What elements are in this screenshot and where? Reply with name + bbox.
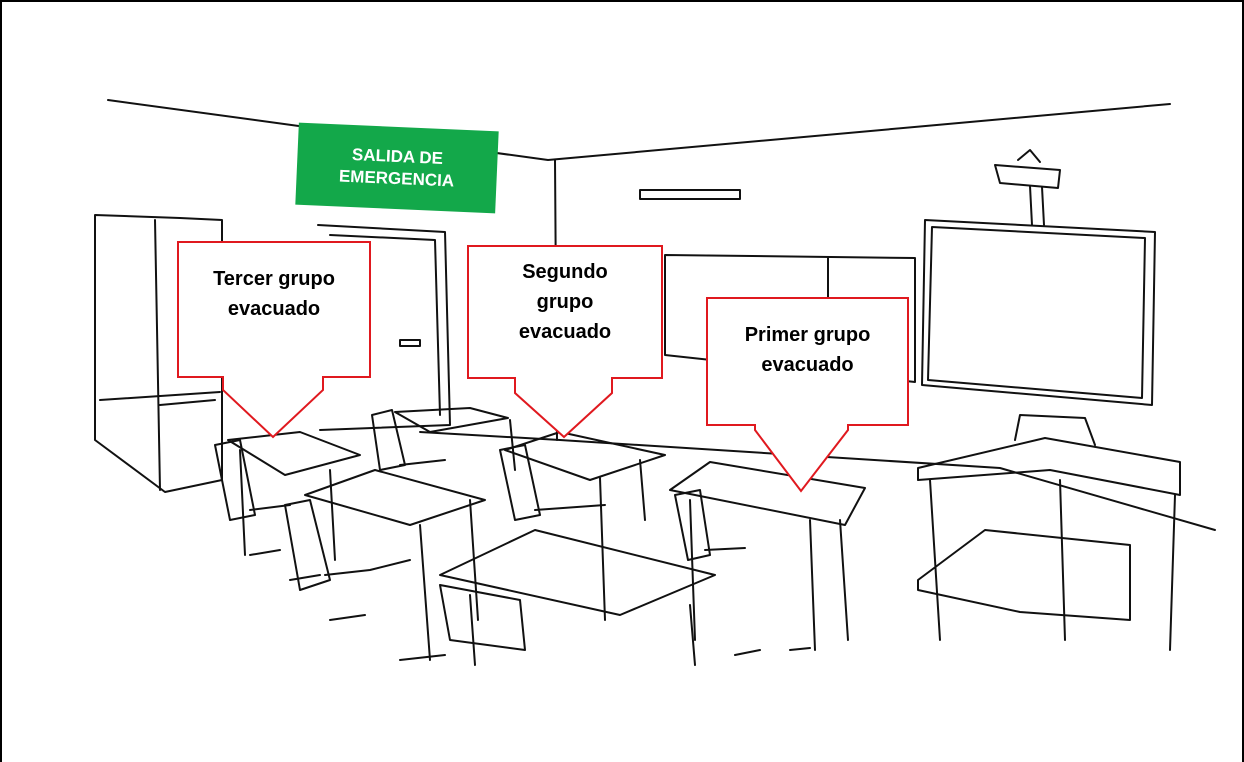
exit-sign-line2: EMERGENCIA [338,166,455,191]
wall-panel [664,254,916,383]
student-desk [227,431,361,476]
callout-line: evacuado [518,321,612,343]
ceiling-line [107,99,1171,161]
student-chair [674,489,746,561]
callout-line: Tercer grupo [213,268,335,290]
callout-line: grupo [536,291,594,313]
student-desk [439,529,716,616]
teacher-chair [1014,414,1096,446]
callout-line: evacuado [227,298,321,320]
callout-line: Primer grupo [744,324,871,346]
student-chair [214,439,291,521]
student-chair [499,444,606,521]
whiteboard [921,219,1156,406]
front-desk [917,529,1131,621]
callout-segundo-grupo [467,245,663,439]
teacher-desk [917,437,1181,496]
student-chair [371,409,446,471]
emergency-exit-sign: SALIDA DE EMERGENCIA [295,122,499,214]
projector [994,164,1061,189]
door [317,224,451,431]
callout-line: Segundo [522,261,608,283]
student-desk [669,461,866,526]
student-desk [394,407,509,433]
ceiling-lamp [639,189,741,200]
callout-primer-text: Primer grupo evacuado [707,320,908,380]
student-chair [439,584,526,651]
callout-tercer-grupo [177,241,371,439]
student-chair [284,499,411,591]
callout-line: evacuado [761,354,854,376]
callout-tercer-text: Tercer grupo evacuado [178,264,370,324]
student-desk [504,431,666,481]
callout-segundo-text: Segundo grupo evacuado [468,257,662,347]
student-desk [304,469,486,526]
door-handle [399,339,421,347]
callout-primer-grupo [706,297,909,493]
